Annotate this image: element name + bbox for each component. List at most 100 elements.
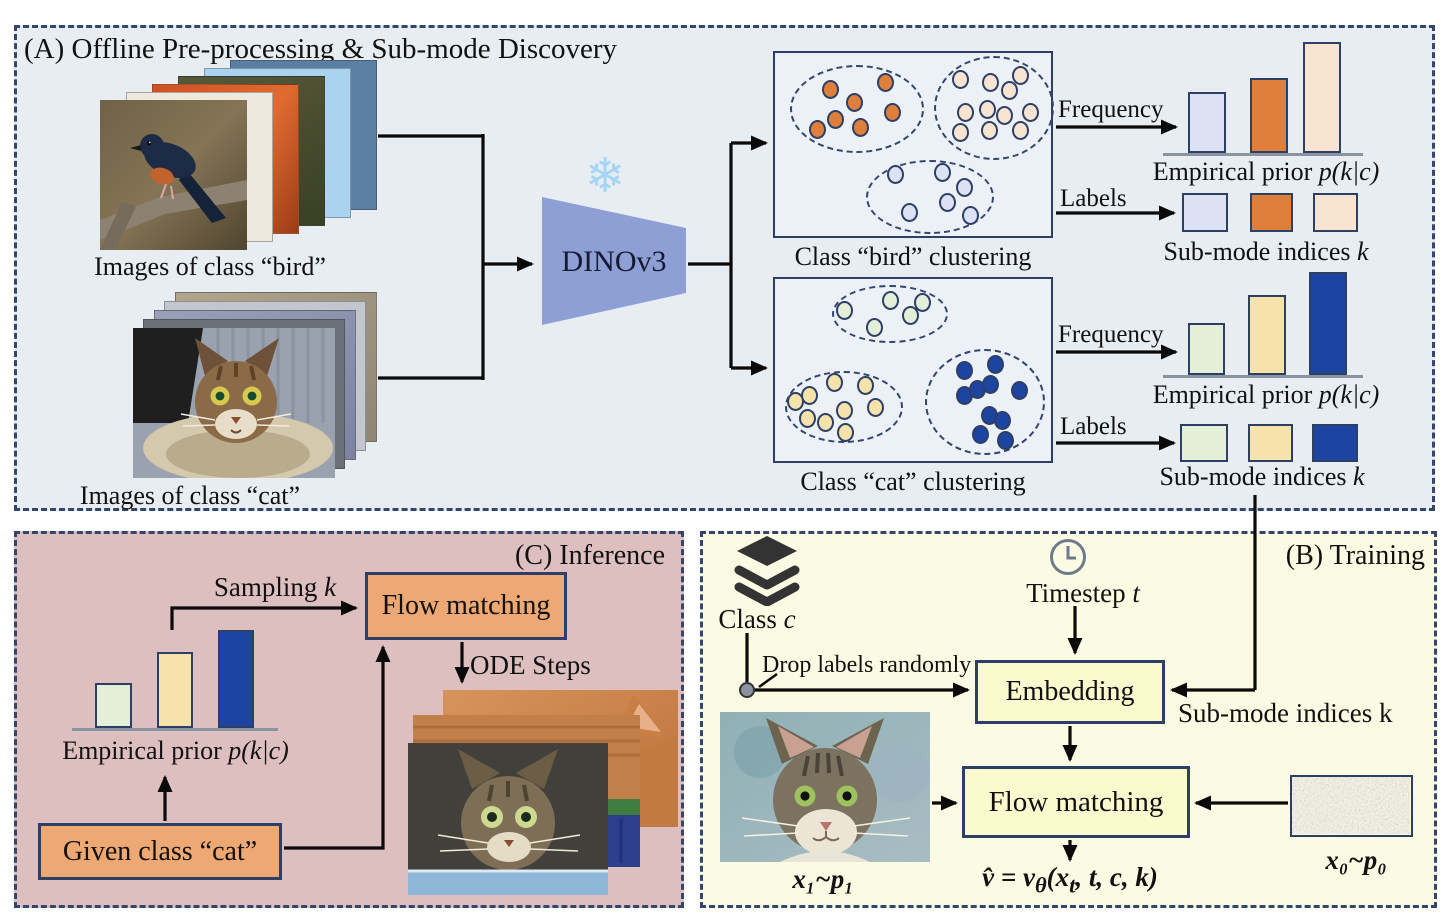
cluster-dot — [877, 73, 894, 92]
bird-submode-squares — [1160, 193, 1370, 232]
cluster-dot — [799, 409, 816, 428]
cluster-dot — [852, 118, 869, 137]
cat-prior-bars — [1160, 262, 1370, 378]
prior-bar — [1188, 323, 1225, 375]
cluster-dot — [1001, 81, 1018, 100]
cluster-dot — [836, 401, 853, 420]
cluster-dot — [997, 431, 1014, 450]
cluster-dot — [817, 413, 834, 432]
cluster-dot — [982, 73, 999, 92]
cluster-dot — [987, 355, 1004, 374]
prior-bar — [95, 683, 132, 728]
cluster-dot — [1012, 66, 1029, 85]
cluster-dot — [857, 376, 874, 395]
cluster-dot — [956, 361, 973, 380]
panel-c-title: (C) Inference — [514, 540, 665, 571]
panel-a-title: (A) Offline Pre-processing & Sub-mode Di… — [24, 33, 618, 65]
cluster-dot — [809, 120, 826, 139]
sampling-k-label: Sampling k — [213, 572, 337, 602]
cluster-dot — [866, 318, 883, 337]
prior-bar — [1309, 272, 1347, 375]
cat-clustering-box — [773, 277, 1053, 463]
cluster-dot — [939, 193, 956, 212]
bird-clustering-box — [773, 51, 1054, 238]
prior-bar — [1250, 78, 1288, 153]
cluster-dot — [1022, 103, 1039, 122]
prior-bar — [1303, 42, 1341, 153]
bird-prior-bars — [1160, 40, 1370, 156]
cat-clustering-caption: Class “cat” clustering — [800, 467, 1026, 496]
class-c-label: Class c — [718, 604, 796, 634]
inference-prior-bars — [60, 620, 290, 731]
cluster-dot — [952, 70, 969, 89]
bird-labels-label: Labels — [1060, 185, 1127, 212]
cat-submode-squares — [1160, 424, 1370, 462]
x0-noise-image — [1290, 775, 1413, 837]
cluster-dot — [914, 293, 931, 312]
submode-square — [1313, 193, 1358, 232]
training-submode-label: Sub-mode indices k — [1178, 698, 1393, 728]
cat-stack-label: Images of class “cat” — [79, 481, 301, 510]
bird-frequency-label: Frequency — [1058, 96, 1164, 123]
submode-square — [1180, 424, 1228, 462]
cluster-dot — [952, 123, 969, 142]
sample-photo-front — [408, 743, 608, 895]
flow-matching-box-inference: Flow matching — [365, 572, 567, 640]
x1-cat-photo — [720, 712, 930, 862]
cluster-dot — [787, 392, 804, 411]
cluster-dot — [934, 163, 951, 182]
submode-square — [1312, 424, 1358, 462]
embedding-box: Embedding — [975, 660, 1165, 724]
cluster-ellipse — [925, 349, 1045, 455]
cat-submode-label: Sub-mode indices k — [1159, 462, 1365, 491]
cat-labels-label: Labels — [1060, 413, 1127, 440]
cluster-dot — [902, 306, 919, 325]
cluster-dot — [996, 106, 1013, 125]
cluster-dot — [867, 398, 884, 417]
cluster-dot — [957, 103, 974, 122]
layers-icon — [734, 536, 800, 606]
cluster-ellipse — [785, 371, 903, 443]
cluster-dot — [884, 103, 901, 122]
clock-icon — [1050, 539, 1086, 575]
axis-baseline — [72, 728, 278, 731]
cluster-dot — [887, 165, 904, 184]
cluster-dot — [822, 80, 839, 99]
cluster-dot — [972, 425, 989, 444]
cat-photo — [133, 328, 335, 478]
panel-b-title: (B) Training — [1285, 540, 1425, 571]
axis-baseline — [1163, 153, 1363, 156]
cluster-dot — [979, 100, 996, 119]
cluster-dot — [994, 411, 1011, 430]
cat-prior-label: Empirical prior p(k|c) — [1152, 380, 1380, 409]
bird-submode-label: Sub-mode indices k — [1163, 237, 1369, 266]
velocity-formula: v̂ = vθ(xt, t, c, k) — [982, 862, 1158, 898]
cluster-ellipse — [832, 285, 948, 343]
cluster-dot — [982, 375, 999, 394]
prior-bar — [157, 652, 193, 728]
inference-prior-label: Empirical prior p(k|c) — [62, 736, 289, 765]
bird-prior-label: Empirical prior p(k|c) — [1152, 157, 1380, 186]
bird-stack-label: Images of class “bird” — [94, 252, 326, 281]
x0-label: x₀~p₀ — [1325, 845, 1387, 875]
ode-steps-label: ODE Steps — [470, 650, 591, 680]
cluster-ellipse — [790, 65, 924, 153]
prior-bar — [1248, 295, 1286, 375]
cluster-dot — [882, 291, 899, 310]
axis-baseline — [1163, 375, 1363, 378]
cat-frequency-label: Frequency — [1058, 321, 1164, 348]
submode-square — [1250, 193, 1293, 232]
x1-label: x₁~p₁ — [792, 864, 854, 894]
cluster-dot — [1012, 121, 1029, 140]
cluster-dot — [826, 373, 843, 392]
dino-encoder-label: DINOv3 — [561, 245, 667, 278]
cluster-dot — [837, 423, 854, 442]
cluster-ellipse — [866, 160, 994, 234]
snowflake-icon: ❄ — [585, 150, 626, 203]
bird-photo — [100, 100, 247, 250]
prior-bar — [218, 630, 254, 728]
cluster-dot — [836, 301, 853, 320]
bird-clustering-caption: Class “bird” clustering — [794, 242, 1032, 271]
dino-encoder-shape — [542, 197, 686, 325]
